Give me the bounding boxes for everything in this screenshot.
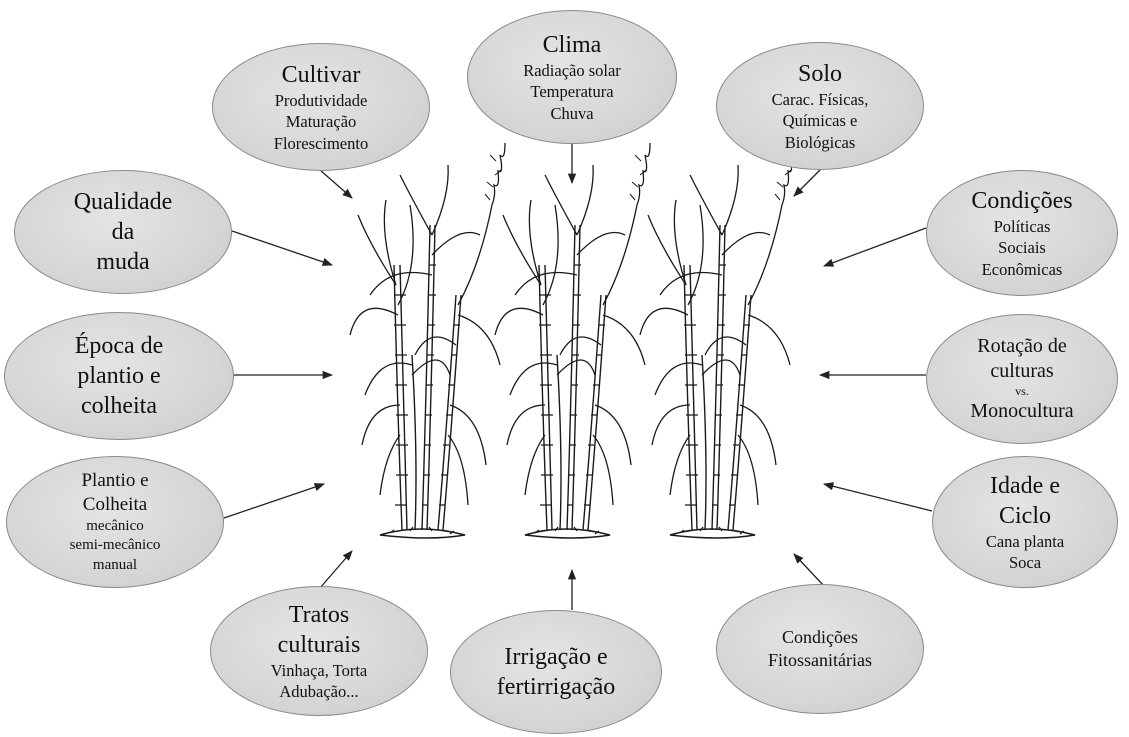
node-line: semi-mecânico — [70, 536, 161, 556]
node-line: Soca — [1009, 552, 1041, 573]
node-title: Solo — [798, 59, 842, 89]
node-line: Irrigação e — [504, 642, 607, 672]
node-plantio-e-colheita: Plantio e Colheita mecânico semi-mecânic… — [6, 456, 224, 588]
node-rotacao-de-culturas: Rotação de culturas vs. Monocultura — [926, 314, 1118, 444]
node-line: culturais — [278, 630, 361, 660]
node-tratos-culturais: Tratos culturais Vinhaça, Torta Adubação… — [210, 586, 428, 716]
node-solo: Solo Carac. Físicas, Químicas e Biológic… — [716, 42, 924, 170]
node-idade-e-ciclo: Idade e Ciclo Cana planta Soca — [932, 456, 1118, 588]
node-line: Vinhaça, Torta — [271, 660, 368, 681]
node-line: Produtividade — [275, 90, 368, 111]
node-line: mecânico — [86, 517, 143, 537]
node-irrigacao: Irrigação e fertirrigação — [450, 610, 662, 734]
node-condicoes: Condições Políticas Sociais Econômicas — [926, 170, 1118, 296]
node-qualidade-da-muda: Qualidade da muda — [14, 170, 232, 294]
node-line: muda — [96, 247, 149, 277]
node-line: Ciclo — [999, 501, 1051, 531]
sugarcane-plant-icon — [640, 143, 795, 538]
node-clima: Clima Radiação solar Temperatura Chuva — [467, 10, 677, 144]
node-line: vs. — [1015, 384, 1029, 398]
node-line: Biológicas — [785, 132, 856, 153]
node-title: Clima — [543, 30, 602, 60]
node-condicoes-fitossanitarias: Condições Fitossanitárias — [716, 584, 924, 714]
node-epoca-de-plantio: Época de plantio e colheita — [4, 312, 234, 440]
node-line: Radiação solar — [523, 60, 621, 81]
node-line: da — [112, 217, 135, 247]
node-line: Políticas — [994, 216, 1051, 237]
node-line: Florescimento — [274, 133, 368, 154]
node-line: Maturação — [286, 111, 357, 132]
node-title: Cultivar — [282, 60, 361, 90]
node-line: Época de — [75, 331, 164, 361]
node-cultivar: Cultivar Produtividade Maturação Floresc… — [212, 43, 430, 171]
node-line: Adubação... — [279, 681, 358, 702]
node-line: Condições — [782, 626, 858, 649]
node-line: Carac. Físicas, — [772, 89, 869, 110]
node-line: fertirrigação — [497, 672, 616, 702]
node-line: Químicas e — [783, 110, 858, 131]
node-line: Monocultura — [970, 399, 1073, 424]
node-line: Idade e — [990, 471, 1060, 501]
node-line: Fitossanitárias — [768, 649, 872, 672]
connector-arrows — [224, 143, 932, 610]
node-line: Econômicas — [982, 259, 1063, 280]
node-line: Sociais — [998, 237, 1046, 258]
node-line: culturas — [990, 359, 1053, 384]
sugarcane-plant-icon — [350, 143, 505, 538]
node-line: colheita — [81, 391, 157, 421]
node-line: manual — [93, 556, 137, 576]
sugarcane-plant-icon — [495, 143, 650, 538]
node-line: Plantio e — [81, 469, 148, 493]
node-line: Cana planta — [986, 531, 1064, 552]
node-line: Chuva — [550, 103, 593, 124]
node-line: Qualidade — [74, 187, 173, 217]
node-title: Condições — [971, 186, 1072, 216]
node-line: Rotação de — [977, 334, 1066, 359]
node-line: Temperatura — [530, 81, 613, 102]
node-line: plantio e — [77, 361, 160, 391]
node-line: Colheita — [83, 493, 147, 517]
node-line: Tratos — [289, 600, 349, 630]
